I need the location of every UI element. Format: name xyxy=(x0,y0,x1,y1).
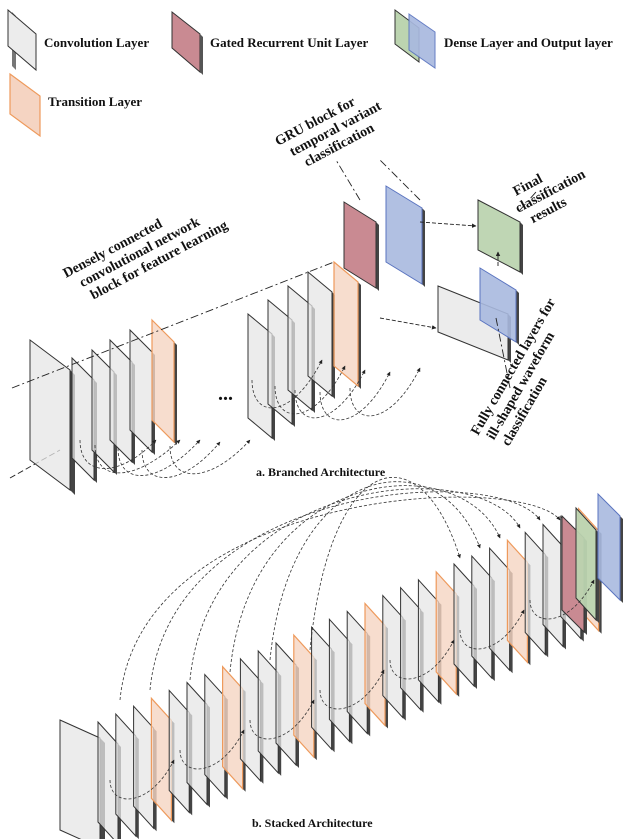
legend-gru-swatch xyxy=(171,10,203,75)
skip-connection xyxy=(179,729,245,770)
skip-connection xyxy=(117,439,201,476)
annotation-dense-block: Densely connected convolutional network … xyxy=(61,215,231,304)
skip-connection xyxy=(294,369,366,419)
input-layer xyxy=(29,339,75,495)
long-skip-connection xyxy=(149,491,541,691)
guide-line xyxy=(379,159,421,201)
long-skip-connection xyxy=(309,477,461,651)
guide-line xyxy=(335,159,361,201)
guide-line xyxy=(11,261,335,389)
caption-stacked: b. Stacked Architecture xyxy=(252,816,373,830)
output-layer xyxy=(597,492,623,603)
annotation-final-results: Final classification results xyxy=(511,167,588,227)
caption-branched: a. Branched Architecture xyxy=(256,465,386,479)
conv-layer xyxy=(307,270,335,399)
legend-transition-swatch xyxy=(9,72,41,138)
long-skip-connection xyxy=(119,496,561,701)
skip-connection xyxy=(94,439,181,474)
transition-layer xyxy=(293,633,317,761)
legend-convolution-swatch xyxy=(7,8,37,72)
legend-gru-label: Gated Recurrent Unit Layer xyxy=(210,35,368,50)
skip-connection xyxy=(389,639,455,680)
legend-transition-label: Transition Layer xyxy=(48,94,142,109)
stacked-architecture xyxy=(59,477,623,839)
legend-dense-label: Dense Layer and Output layer xyxy=(444,35,613,50)
skip-connection xyxy=(319,371,391,421)
flow-arrow xyxy=(379,317,437,330)
gru-layer xyxy=(343,201,379,291)
skip-connection xyxy=(169,439,251,475)
guide-line xyxy=(495,317,511,389)
ellipsis: ... xyxy=(218,383,233,405)
guide-line xyxy=(519,191,537,211)
annotation-gru-block: GRU block for temporal variant classific… xyxy=(273,95,385,171)
skip-connection xyxy=(249,699,315,740)
skip-connection xyxy=(274,365,346,415)
output-layer-final xyxy=(477,199,523,275)
long-skip-connection xyxy=(229,485,501,673)
skip-connection xyxy=(459,609,525,650)
skip-connection xyxy=(529,579,595,620)
fc-output-layer xyxy=(479,267,519,345)
legend: Convolution Layer Gated Recurrent Unit L… xyxy=(7,8,613,138)
skip-connection xyxy=(141,441,221,478)
legend-dense-swatch xyxy=(394,9,436,69)
skip-connection xyxy=(251,359,323,409)
branched-architecture xyxy=(9,159,537,495)
skip-connection xyxy=(319,669,385,710)
conv-layer xyxy=(267,298,295,427)
skip-connection xyxy=(109,759,175,800)
transition-layer xyxy=(151,318,177,445)
legend-convolution-label: Convolution Layer xyxy=(44,35,149,50)
dense-layer xyxy=(385,185,425,287)
transition-layer xyxy=(333,260,361,389)
long-skip-connection xyxy=(189,488,521,681)
flow-arrow xyxy=(419,221,477,228)
skip-connection xyxy=(349,367,421,417)
